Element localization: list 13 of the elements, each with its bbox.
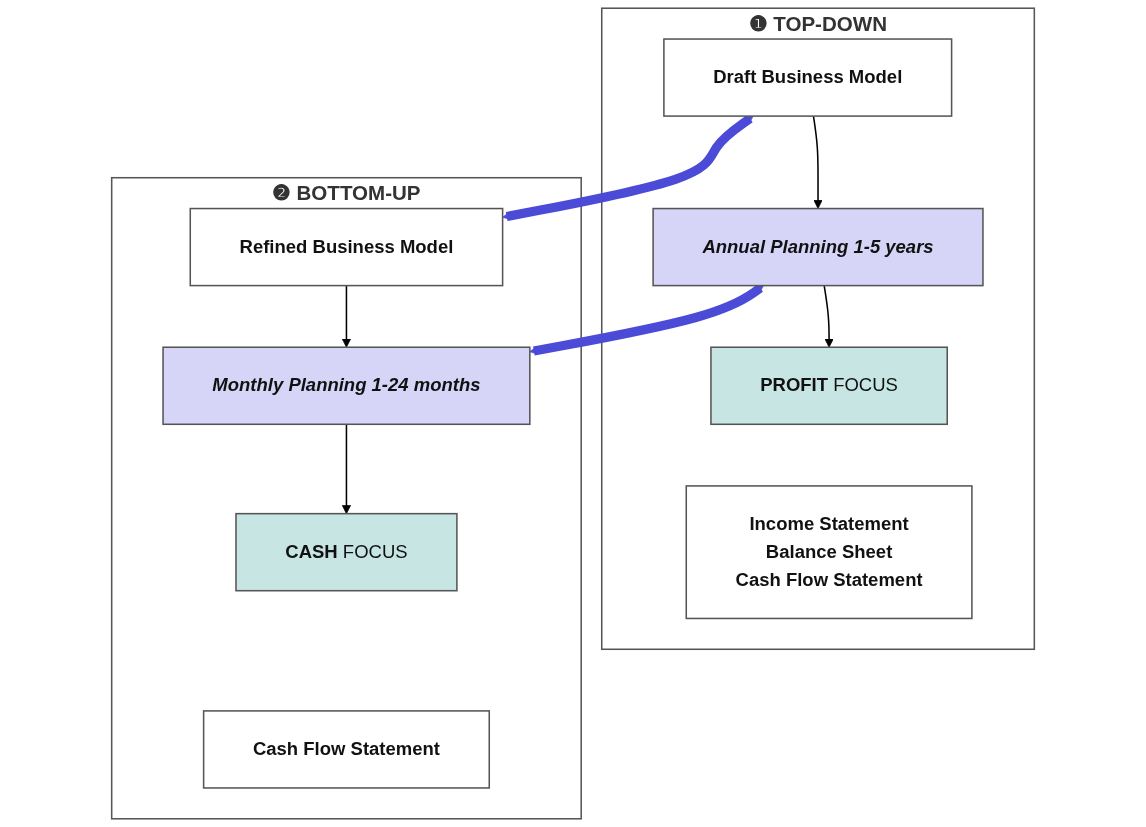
node-box: Cash Flow Statement (202, 710, 491, 789)
node-box: CASH FOCUS (235, 512, 458, 592)
node-box: Monthly Planning 1-24 months (162, 346, 531, 426)
arrow (341, 284, 351, 348)
node-box: Refined Business Model (189, 207, 504, 287)
arrow (812, 115, 823, 209)
arrow (341, 423, 351, 515)
node-box: Annual Planning 1-5 years (652, 207, 984, 287)
arrow (529, 284, 764, 356)
arrow (823, 284, 834, 348)
node-box: Income Statement Balance Sheet Cash Flow Statement (685, 485, 973, 620)
node-box: PROFIT FOCUS (710, 346, 948, 426)
node-box: Draft Business Model (663, 38, 953, 117)
